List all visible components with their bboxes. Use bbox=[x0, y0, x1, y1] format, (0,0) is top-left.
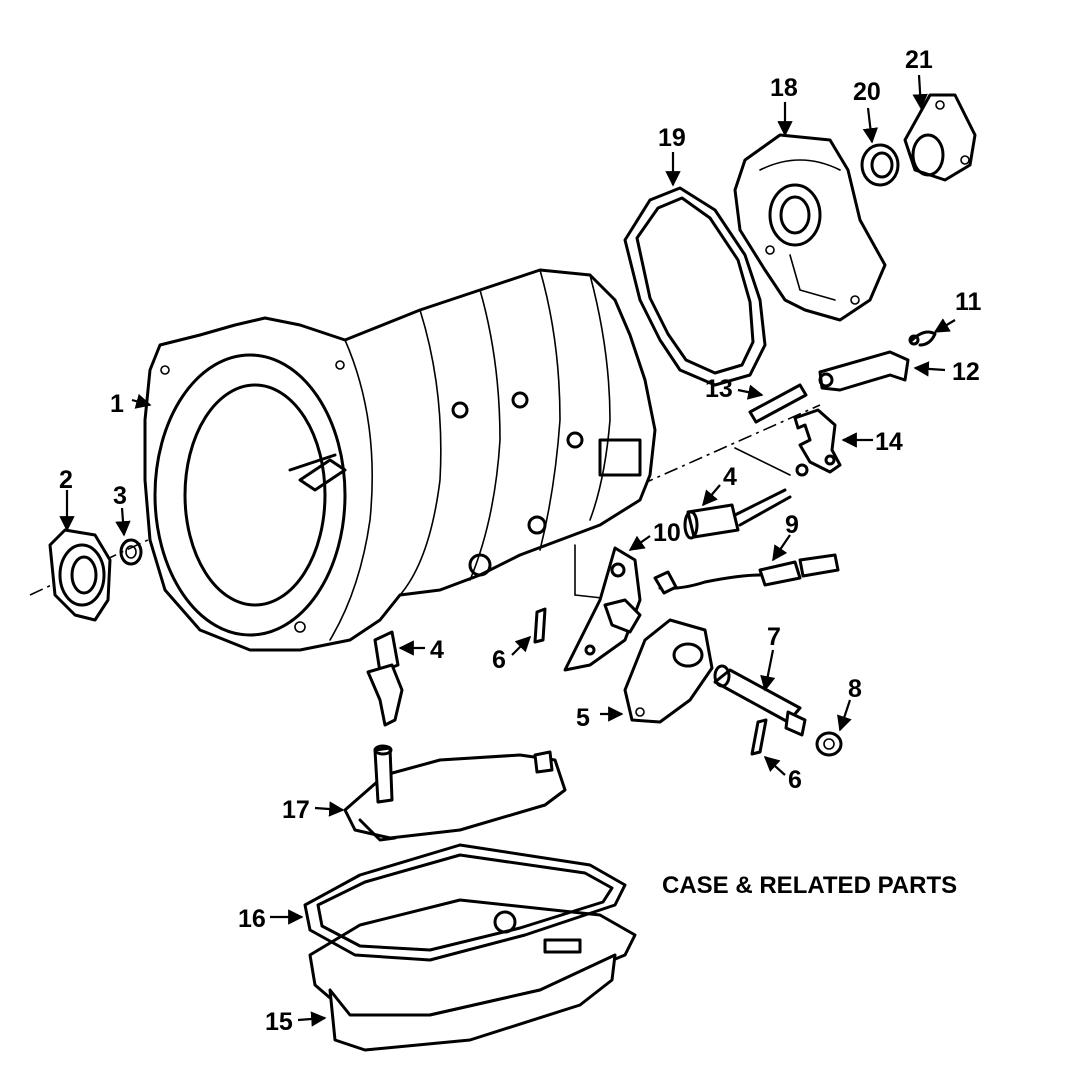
arrow-12 bbox=[913, 361, 946, 377]
front-cover-plate bbox=[48, 528, 112, 622]
connector-sleeve-upper bbox=[683, 488, 792, 540]
extension-gasket bbox=[623, 186, 767, 387]
callout-2: 2 bbox=[59, 466, 73, 494]
manual-shaft bbox=[713, 664, 807, 737]
retaining-clip bbox=[908, 330, 937, 347]
arrow-10 bbox=[628, 535, 651, 551]
callout-17: 17 bbox=[282, 796, 310, 824]
callout-5: 5 bbox=[576, 704, 590, 732]
arrow-6b bbox=[763, 755, 786, 776]
manual-lever-bracket bbox=[563, 546, 642, 672]
arrow-1 bbox=[131, 393, 152, 409]
arrow-6a bbox=[511, 635, 532, 656]
callout-14: 14 bbox=[875, 428, 903, 456]
callout-21: 21 bbox=[905, 46, 933, 74]
lock-nut bbox=[815, 731, 843, 757]
rear-seal bbox=[860, 143, 900, 187]
leader-arrows bbox=[59, 74, 956, 1027]
arrow-11 bbox=[933, 318, 956, 333]
connector-sleeve-lower bbox=[366, 630, 404, 727]
callout-4-upper: 4 bbox=[723, 463, 737, 491]
callout-13: 13 bbox=[705, 375, 733, 403]
callout-3: 3 bbox=[113, 482, 127, 510]
transmission-case bbox=[143, 268, 657, 652]
callout-9: 9 bbox=[785, 511, 799, 539]
arrow-7 bbox=[760, 649, 776, 692]
extension-housing bbox=[733, 133, 887, 322]
callout-1: 1 bbox=[110, 390, 124, 418]
detent-rod bbox=[748, 383, 808, 424]
diagram-caption: CASE & RELATED PARTS bbox=[662, 872, 957, 899]
shift-lever bbox=[818, 350, 910, 392]
arrow-3 bbox=[115, 507, 131, 537]
callout-15: 15 bbox=[265, 1008, 293, 1036]
pin-lower bbox=[750, 718, 768, 756]
detent-bracket bbox=[793, 408, 842, 477]
callout-7: 7 bbox=[767, 623, 781, 651]
callout-labels: 1 2 3 4 4 5 6 6 7 8 9 10 11 12 13 14 15 … bbox=[59, 46, 982, 1036]
callout-4-lower: 4 bbox=[430, 636, 444, 664]
arrow-15 bbox=[297, 1011, 327, 1027]
arrow-21 bbox=[912, 74, 928, 110]
arrow-20 bbox=[862, 107, 879, 144]
oil-filter bbox=[343, 744, 567, 842]
pan-gasket bbox=[303, 843, 627, 962]
oil-pan bbox=[308, 898, 637, 1052]
arrow-9 bbox=[772, 534, 791, 562]
arrow-4b bbox=[702, 484, 721, 507]
pin-upper bbox=[533, 607, 547, 644]
callout-19: 19 bbox=[658, 124, 686, 152]
arrow-8 bbox=[837, 699, 852, 732]
callout-11: 11 bbox=[955, 288, 982, 316]
callout-12: 12 bbox=[952, 358, 980, 386]
callout-18: 18 bbox=[770, 74, 798, 102]
callout-8: 8 bbox=[848, 675, 862, 703]
output-flange bbox=[903, 93, 977, 182]
callout-10: 10 bbox=[653, 519, 681, 547]
speed-sensor-cable bbox=[653, 553, 840, 595]
arrow-13 bbox=[737, 384, 764, 400]
seal-ring bbox=[119, 538, 143, 566]
neutral-safety-switch bbox=[603, 598, 714, 724]
callout-6-lower: 6 bbox=[788, 766, 802, 794]
callout-6-upper: 6 bbox=[492, 646, 506, 674]
arrow-17 bbox=[314, 801, 345, 817]
callout-16: 16 bbox=[238, 905, 266, 933]
callout-20: 20 bbox=[853, 78, 881, 106]
